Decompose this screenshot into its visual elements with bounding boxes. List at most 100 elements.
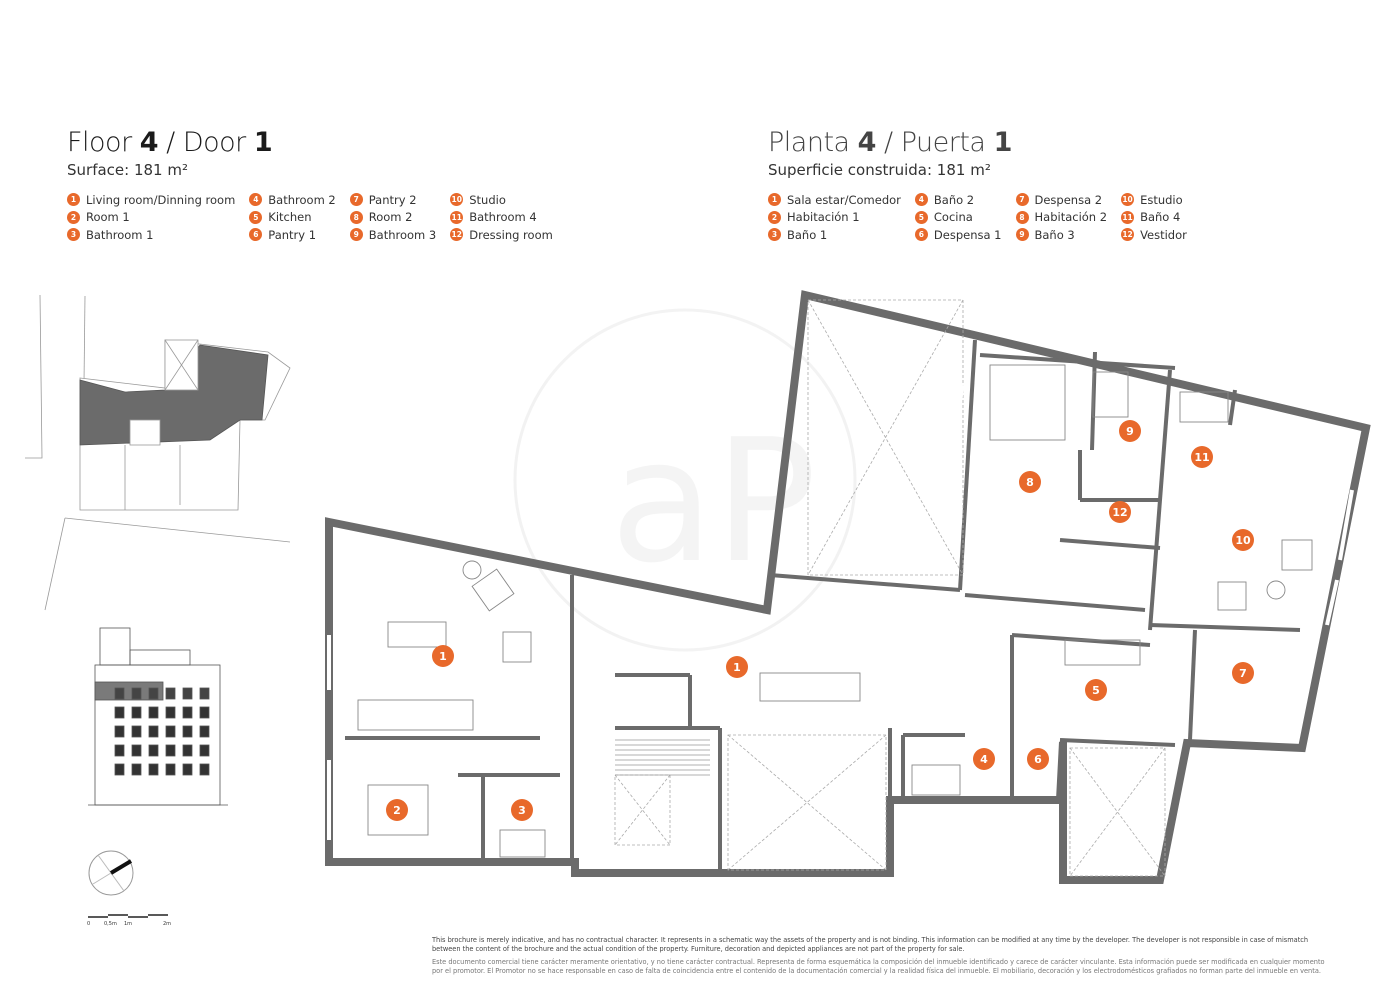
room-number-badge: 5 — [249, 210, 263, 224]
svg-text:8: 8 — [1026, 476, 1034, 489]
legend-item: 4 Bathroom 2 — [249, 191, 336, 209]
room-marker-5: 5 — [1085, 679, 1107, 701]
legend-label: Estudio — [1140, 192, 1183, 207]
room-number-badge: 6 — [914, 228, 928, 242]
room-number-badge: 12 — [450, 228, 464, 242]
dining-table-furniture — [759, 672, 861, 702]
room-marker-12: 12 — [1109, 501, 1131, 523]
legend-label: Vestidor — [1140, 227, 1187, 242]
room-number-badge: 11 — [450, 210, 464, 224]
svg-text:2m: 2m — [163, 921, 171, 927]
armchair-furniture — [1217, 581, 1247, 611]
legend-label: Baño 2 — [933, 192, 975, 207]
room-marker-6: 6 — [1027, 748, 1049, 770]
room-number-badge: 3 — [768, 228, 781, 242]
room-number-badge: 8 — [1015, 210, 1029, 224]
svg-text:6: 6 — [1034, 753, 1042, 766]
room-number-badge: 4 — [249, 193, 263, 207]
room-number-badge: 2 — [768, 210, 781, 224]
furniture — [357, 364, 1313, 858]
legend-label: Studio — [469, 192, 506, 207]
svg-text:5: 5 — [1092, 684, 1100, 697]
bed-furniture — [367, 784, 429, 836]
legend-item: 11 Bathroom 4 — [450, 209, 553, 227]
room-marker-11: 11 — [1191, 446, 1213, 468]
armchair-furniture — [471, 568, 515, 612]
armchair-furniture — [1281, 539, 1313, 571]
surface-english: Surface: 181 m² — [67, 161, 188, 179]
legend-label: Baño 1 — [787, 227, 828, 242]
legend-label: Sala estar/Comedor — [787, 192, 901, 207]
svg-text:1m: 1m — [124, 921, 132, 927]
legend-label: Despensa 2 — [1034, 192, 1103, 207]
svg-text:12: 12 — [1112, 506, 1127, 519]
svg-text:3: 3 — [518, 804, 526, 817]
scale-bar: 0 0,5m 1m 2m — [87, 914, 171, 927]
room-marker-4: 4 — [973, 748, 995, 770]
legend-label: Baño 3 — [1034, 227, 1075, 242]
kitchen-counter — [1064, 639, 1141, 666]
title-spanish: Planta 4 / Puerta 1 — [768, 127, 1012, 158]
staircase — [615, 739, 710, 776]
legend-label: Dressing room — [469, 227, 553, 242]
room-number-badge: 11 — [1121, 210, 1135, 224]
legend-label: Habitación 1 — [787, 210, 860, 225]
legend-label: Baño 4 — [1140, 210, 1181, 225]
room-number-badge: 8 — [349, 210, 363, 224]
room-marker-1: 1 — [726, 656, 748, 678]
room-number-badge: 10 — [1121, 193, 1135, 207]
bed-furniture — [989, 364, 1066, 441]
surface-spanish: Superficie construida: 181 m² — [768, 161, 991, 179]
svg-text:10: 10 — [1235, 534, 1251, 547]
svg-text:2: 2 — [393, 804, 401, 817]
legend-label: Bathroom 4 — [469, 210, 537, 225]
legend-label: Bathroom 3 — [368, 227, 437, 242]
room-marker-7: 7 — [1232, 662, 1254, 684]
legend-label: Pantry 2 — [368, 192, 417, 207]
sofa-furniture — [357, 699, 474, 731]
legend-label: Bathroom 1 — [86, 227, 154, 242]
windows — [327, 384, 1354, 840]
svg-text:4: 4 — [980, 753, 988, 766]
legend-item: 3 Baño 1 — [768, 226, 901, 244]
room-marker-9: 9 — [1119, 420, 1141, 442]
shower — [1092, 371, 1129, 418]
legend-item: 7 Despensa 2 — [1015, 191, 1108, 209]
legend-item: 10 Estudio — [1121, 191, 1187, 209]
legend-item: 11 Baño 4 — [1121, 209, 1187, 227]
svg-text:7: 7 — [1239, 667, 1247, 680]
room-number-badge: 9 — [1015, 228, 1029, 242]
table-furniture — [387, 621, 447, 648]
room-marker-8: 8 — [1019, 471, 1041, 493]
svg-text:0,5m: 0,5m — [104, 921, 117, 927]
armchair-furniture — [502, 631, 532, 663]
disclaimer-english: This brochure is merely indicative, and … — [432, 936, 1309, 953]
legend-label: Habitación 2 — [1034, 210, 1108, 225]
title-english: Floor 4 / Door 1 — [67, 127, 273, 158]
legend-item: 9 Baño 3 — [1015, 226, 1108, 244]
room-number-badge: 2 — [67, 210, 80, 224]
disclaimer-spanish: Este documento comercial tiene carácter … — [432, 958, 1325, 975]
room-number-badge: 1 — [768, 193, 781, 207]
shower — [1179, 391, 1229, 423]
legend-label: Living room/Dinning room — [86, 192, 236, 207]
legend-label: Cocina — [933, 210, 973, 225]
legend-label: Bathroom 2 — [268, 192, 336, 207]
shower — [911, 764, 961, 796]
legend-label: Room 1 — [86, 210, 130, 225]
svg-text:1: 1 — [439, 650, 447, 663]
room-number-badge: 6 — [249, 228, 263, 242]
room-number-badge: 7 — [1015, 193, 1029, 207]
